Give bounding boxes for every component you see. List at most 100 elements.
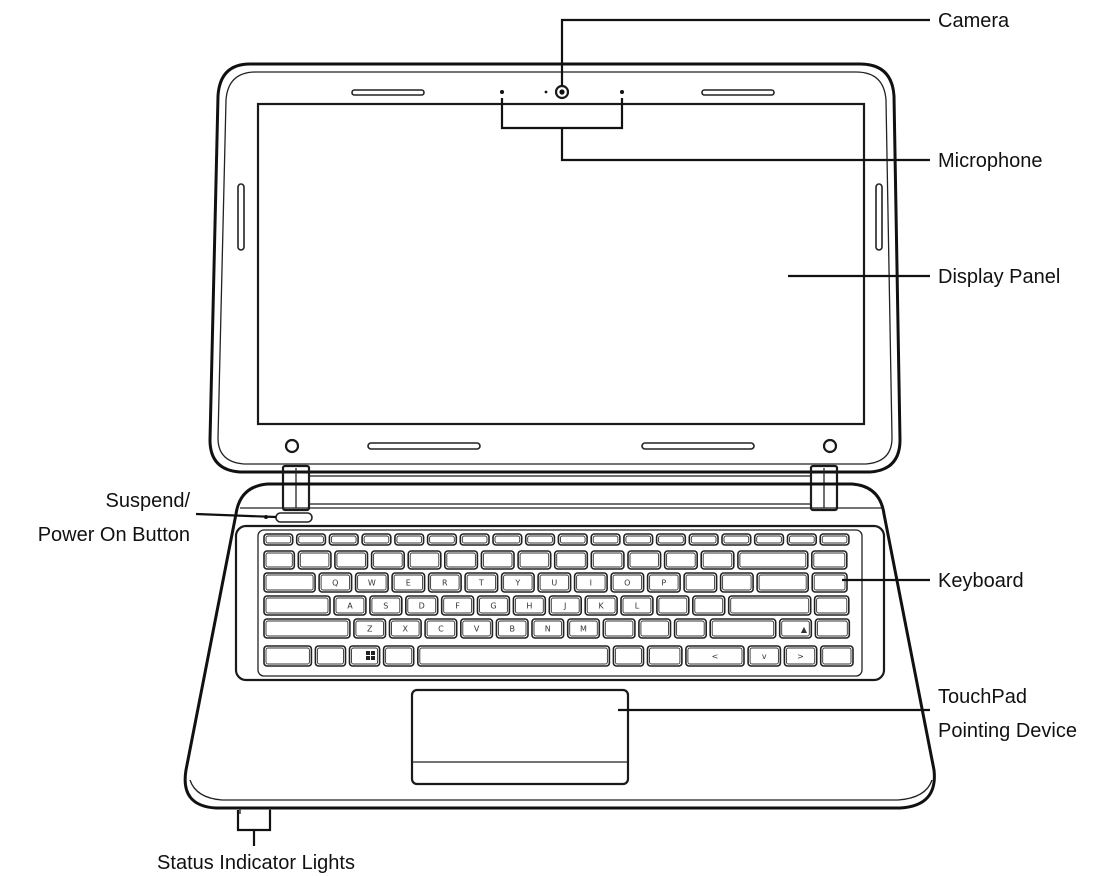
keyboard-key-face xyxy=(649,647,681,665)
keyboard-key-legend: P xyxy=(661,579,666,588)
keyboard-key xyxy=(480,550,515,570)
keyboard-key xyxy=(382,645,415,667)
keyboard-key-legend: G xyxy=(490,602,496,611)
keyboard-key xyxy=(700,550,735,570)
keyboard-key xyxy=(685,645,745,667)
microphone-label: Microphone xyxy=(938,150,1043,172)
keyboard-key-legend: J xyxy=(563,602,566,611)
keyboard-key-face xyxy=(816,597,848,614)
keyboard-key xyxy=(612,645,645,667)
keyboard-key xyxy=(369,595,403,616)
keyboard-key xyxy=(492,533,523,546)
keyboard-key-face xyxy=(640,620,669,637)
keyboard-key xyxy=(459,618,494,639)
keyboard-key xyxy=(263,618,351,639)
keyboard-key xyxy=(747,645,782,667)
keyboard-key-legend: W xyxy=(368,579,376,588)
keyboard-key-face xyxy=(612,574,643,591)
laptop-base xyxy=(183,482,936,814)
keyboard-key-face xyxy=(494,535,521,544)
keyboard-key xyxy=(719,572,754,593)
keyboard-key xyxy=(524,533,556,546)
microphone-left xyxy=(500,90,504,94)
keyboard-key-face xyxy=(527,535,553,544)
keyboard-key xyxy=(813,595,850,616)
keyboard-key xyxy=(655,533,687,546)
keyboard-key-face xyxy=(466,574,497,591)
keyboard-key-legend: A xyxy=(347,602,353,611)
keyboard-key-face xyxy=(316,647,344,665)
keyboard-key xyxy=(709,618,777,639)
keyboard-key-face xyxy=(265,574,314,591)
keyboard-key-face xyxy=(813,574,846,591)
keyboard-key xyxy=(517,550,552,570)
keyboard-key xyxy=(416,645,611,667)
keyboard-key-face xyxy=(419,647,608,665)
keyboard-key-face xyxy=(622,597,652,614)
keyboard-key-legend: C xyxy=(438,625,444,634)
microphone-right xyxy=(620,90,624,94)
keyboard-key-legend: > xyxy=(797,652,804,661)
windows-logo-icon xyxy=(366,651,375,660)
keyboard-key xyxy=(537,572,572,593)
keyboard-key xyxy=(424,618,458,639)
keyboard-key-face xyxy=(373,552,403,568)
keyboard-key-legend: D xyxy=(419,602,425,611)
keyboard-key xyxy=(656,595,690,616)
keyboard-key-face xyxy=(385,647,413,665)
keyboard-key xyxy=(361,533,392,546)
keyboard-key-face xyxy=(687,647,743,665)
keyboard-key xyxy=(663,550,698,570)
keyboard-key xyxy=(590,533,621,546)
keyboard-key xyxy=(756,572,809,593)
keyboard-key-face xyxy=(758,574,807,591)
keyboard-key-face xyxy=(789,535,815,544)
keyboard-key-face xyxy=(658,535,684,544)
keyboard-key xyxy=(753,533,785,546)
status-lights-label: Status Indicator Lights xyxy=(157,852,355,874)
keyboard-key-face xyxy=(396,535,423,544)
display-panel xyxy=(256,102,866,426)
keyboard-key xyxy=(627,550,662,570)
keyboard-key-legend: S xyxy=(383,602,388,611)
keyboard-key-face xyxy=(711,620,775,637)
keyboard-key xyxy=(811,572,848,593)
keyboard-key-legend: R xyxy=(442,579,448,588)
power-button-label-line1: Suspend/ xyxy=(105,490,190,512)
keyboard-key xyxy=(548,595,582,616)
keyboard-key-face xyxy=(576,574,606,591)
keyboard-key-legend: T xyxy=(478,579,484,588)
keyboard-key-face xyxy=(702,552,733,568)
keyboard-key xyxy=(370,550,406,570)
keyboard-key-face xyxy=(519,552,550,568)
keyboard-key-face xyxy=(426,620,456,637)
keyboard-key xyxy=(263,533,294,546)
keyboard-key xyxy=(427,572,462,593)
keyboard-key-legend: U xyxy=(551,579,557,588)
keyboard-key-legend: B xyxy=(509,625,515,634)
keyboard-key xyxy=(297,550,332,570)
keyboard-key-face xyxy=(357,574,387,591)
touchpad-label-line1: TouchPad xyxy=(938,686,1027,708)
keyboard-key xyxy=(531,618,565,639)
keyboard-key-face xyxy=(556,552,586,568)
keyboard-key xyxy=(590,550,625,570)
keyboard-key-face xyxy=(629,552,660,568)
keyboard-key xyxy=(391,572,426,593)
keyboard-key-face xyxy=(569,620,598,637)
keyboard-key-face xyxy=(592,535,619,544)
keyboard-key xyxy=(557,533,588,546)
keyboard-key-face xyxy=(533,620,563,637)
keyboard-key-face xyxy=(625,535,652,544)
keyboard-key xyxy=(348,645,381,667)
keyboard-key xyxy=(314,645,347,667)
power-button-label-line2: Power On Button xyxy=(38,524,190,546)
keyboard-key-face xyxy=(586,597,616,614)
keyboard-key xyxy=(426,533,458,546)
keyboard-key-face xyxy=(756,535,782,544)
keyboard-key xyxy=(263,572,316,593)
keyboard-key xyxy=(573,572,608,593)
keyboard-key-face xyxy=(559,535,586,544)
keyboard-key-legend: X xyxy=(403,625,409,634)
